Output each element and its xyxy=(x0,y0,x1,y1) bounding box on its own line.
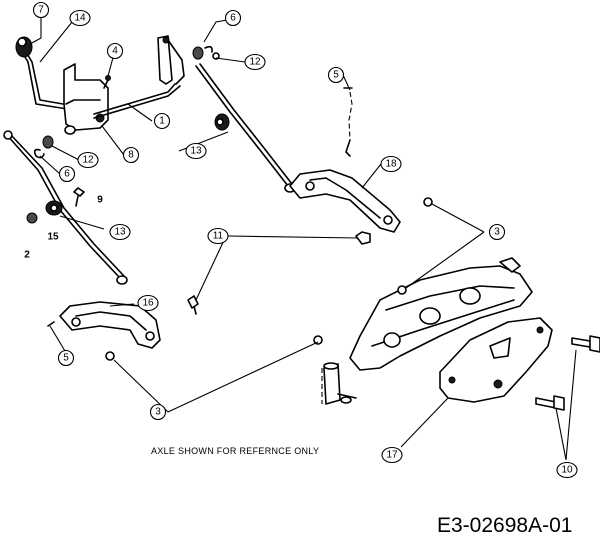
plain-part-numbers: 9 15 2 xyxy=(24,195,103,261)
callout-4: 4 xyxy=(106,42,124,60)
svg-text:17: 17 xyxy=(386,450,398,461)
svg-text:6: 6 xyxy=(230,13,236,24)
bolt-part xyxy=(187,231,371,315)
right-lift-arm-part xyxy=(289,169,401,233)
left-lift-link-rod xyxy=(3,130,128,285)
callout-12-top: 12 xyxy=(244,53,266,71)
callout-10: 10 xyxy=(556,461,578,479)
svg-text:7: 7 xyxy=(38,5,44,16)
left-lift-arm-part xyxy=(47,301,161,349)
leader-lines xyxy=(29,16,577,461)
lift-shaft-part xyxy=(93,35,185,119)
callout-7: 7 xyxy=(32,1,50,19)
callout-13-upper: 13 xyxy=(185,142,207,160)
part-number-15: 15 xyxy=(47,232,59,243)
part-number-2: 2 xyxy=(24,250,30,261)
document-id: E3-02698A-01 xyxy=(437,514,572,537)
callout-3-bottom: 3 xyxy=(149,403,167,421)
callout-13-lower: 13 xyxy=(109,223,131,241)
svg-text:18: 18 xyxy=(385,159,397,170)
callout-12-left: 12 xyxy=(77,151,99,169)
svg-text:13: 13 xyxy=(114,227,126,238)
callout-5-top: 5 xyxy=(327,66,345,84)
callout-1: 1 xyxy=(153,112,171,130)
axle-assembly xyxy=(321,257,533,405)
callout-14: 14 xyxy=(69,9,91,27)
part-number-9: 9 xyxy=(97,195,103,206)
left-hardware-group xyxy=(26,135,85,224)
svg-text:11: 11 xyxy=(213,231,224,242)
callout-17: 17 xyxy=(381,446,403,464)
svg-text:8: 8 xyxy=(128,150,134,161)
svg-text:3: 3 xyxy=(494,227,500,238)
callout-5-bottom: 5 xyxy=(57,349,75,367)
callout-18: 18 xyxy=(380,155,402,173)
clip-and-bushing-top xyxy=(192,45,220,60)
callout-6-left: 6 xyxy=(58,165,76,183)
svg-text:3: 3 xyxy=(155,407,161,418)
svg-text:6: 6 xyxy=(64,169,70,180)
spring-hook-top xyxy=(343,87,353,157)
callout-6-top: 6 xyxy=(224,9,242,27)
axle-nuts xyxy=(105,197,433,361)
axle-cover-plate-part xyxy=(439,317,553,403)
svg-text:16: 16 xyxy=(142,298,154,309)
svg-text:1: 1 xyxy=(159,116,165,127)
svg-text:14: 14 xyxy=(74,13,86,24)
callout-3-right: 3 xyxy=(488,223,506,241)
callout-16: 16 xyxy=(137,294,159,312)
lever-rod-part xyxy=(15,36,87,113)
callout-11: 11 xyxy=(207,227,229,245)
callout-8: 8 xyxy=(122,146,140,164)
svg-text:13: 13 xyxy=(190,146,202,157)
svg-text:12: 12 xyxy=(82,155,94,166)
callouts: 7 14 4 6 12 1 8 12 xyxy=(32,1,578,479)
mounting-bracket-part xyxy=(63,63,109,135)
svg-text:5: 5 xyxy=(63,353,69,364)
right-lift-link-rod xyxy=(195,63,296,193)
svg-text:5: 5 xyxy=(333,70,339,81)
svg-text:10: 10 xyxy=(561,465,573,476)
axle-reference-note: AXLE SHOWN FOR REFERNCE ONLY xyxy=(151,446,319,456)
svg-text:12: 12 xyxy=(249,57,261,68)
svg-text:4: 4 xyxy=(112,46,118,57)
